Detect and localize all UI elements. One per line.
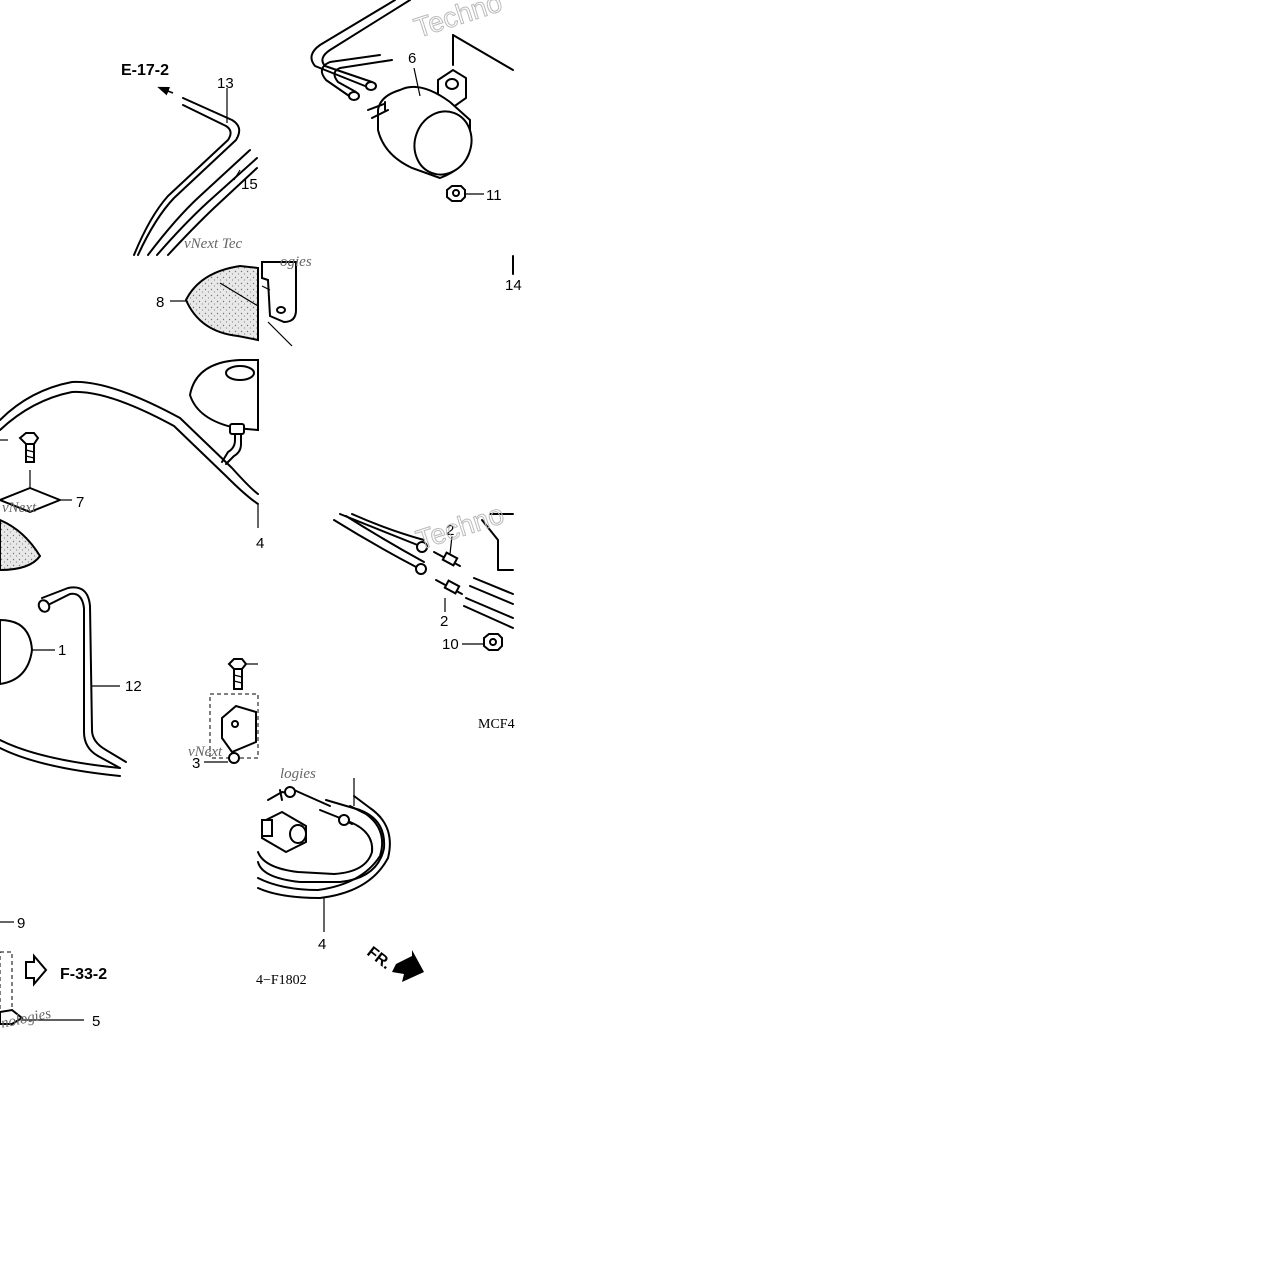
callout-3: 3 [192,755,200,772]
callout-8: 8 [156,294,164,311]
callout-13: 13 [217,75,234,92]
callout-2-lower: 2 [440,613,448,630]
callout-15: 15 [241,176,258,193]
fr-arrow [392,950,424,982]
mount-bracket [261,261,297,324]
tile-center [0,518,259,777]
watermark: nologies [0,1006,53,1032]
callout-12: 12 [125,678,142,695]
reference-arrow [157,86,174,96]
tile-bottom-middle [257,778,424,982]
watermark: vNext [2,500,37,516]
fitting-2-lower [435,579,463,595]
cap-lower [0,518,42,572]
watermark: vNext [188,744,223,760]
bolt-3 [227,658,258,690]
callout-14: 14 [505,277,522,294]
ref-f33-2: F-33-2 [60,966,107,983]
callout-9: 9 [17,915,25,932]
watermark: Techno [412,498,507,555]
fitting-2-upper [433,551,461,567]
callout-7: 7 [76,494,84,511]
callout-6: 6 [408,50,416,67]
callout-4-lower: 4 [318,936,326,953]
tile-bottom-left [0,921,84,1025]
watermark: vNext Tec [184,236,243,252]
diagram-code-top: MCF4 [478,717,515,732]
tile-middle-left [0,264,259,528]
tile-right-middle [333,513,514,651]
tile-top-left [133,86,258,256]
pipe-13 [137,97,241,256]
fr-label: FR. [364,944,395,973]
callout-11: 11 [486,187,502,204]
ref-e17-2: E-17-2 [121,62,169,79]
callout-5: 5 [92,1013,100,1030]
cap-8 [184,264,259,342]
watermark: ogies [280,254,312,270]
callout-2-upper: 2 [446,522,454,539]
diagram-code-bottom: 4−F1802 [256,973,307,988]
tile-top-middle [310,0,514,275]
grommet-1 [0,618,34,686]
tile-middle [261,261,297,347]
callout-1: 1 [58,642,66,659]
callout-4-upper: 4 [256,535,264,552]
reference-arrow-f33 [25,953,48,987]
watermark: logies [280,766,316,782]
bolt-left [0,432,40,463]
line-4-upper [0,380,259,495]
callout-10: 10 [442,636,459,653]
